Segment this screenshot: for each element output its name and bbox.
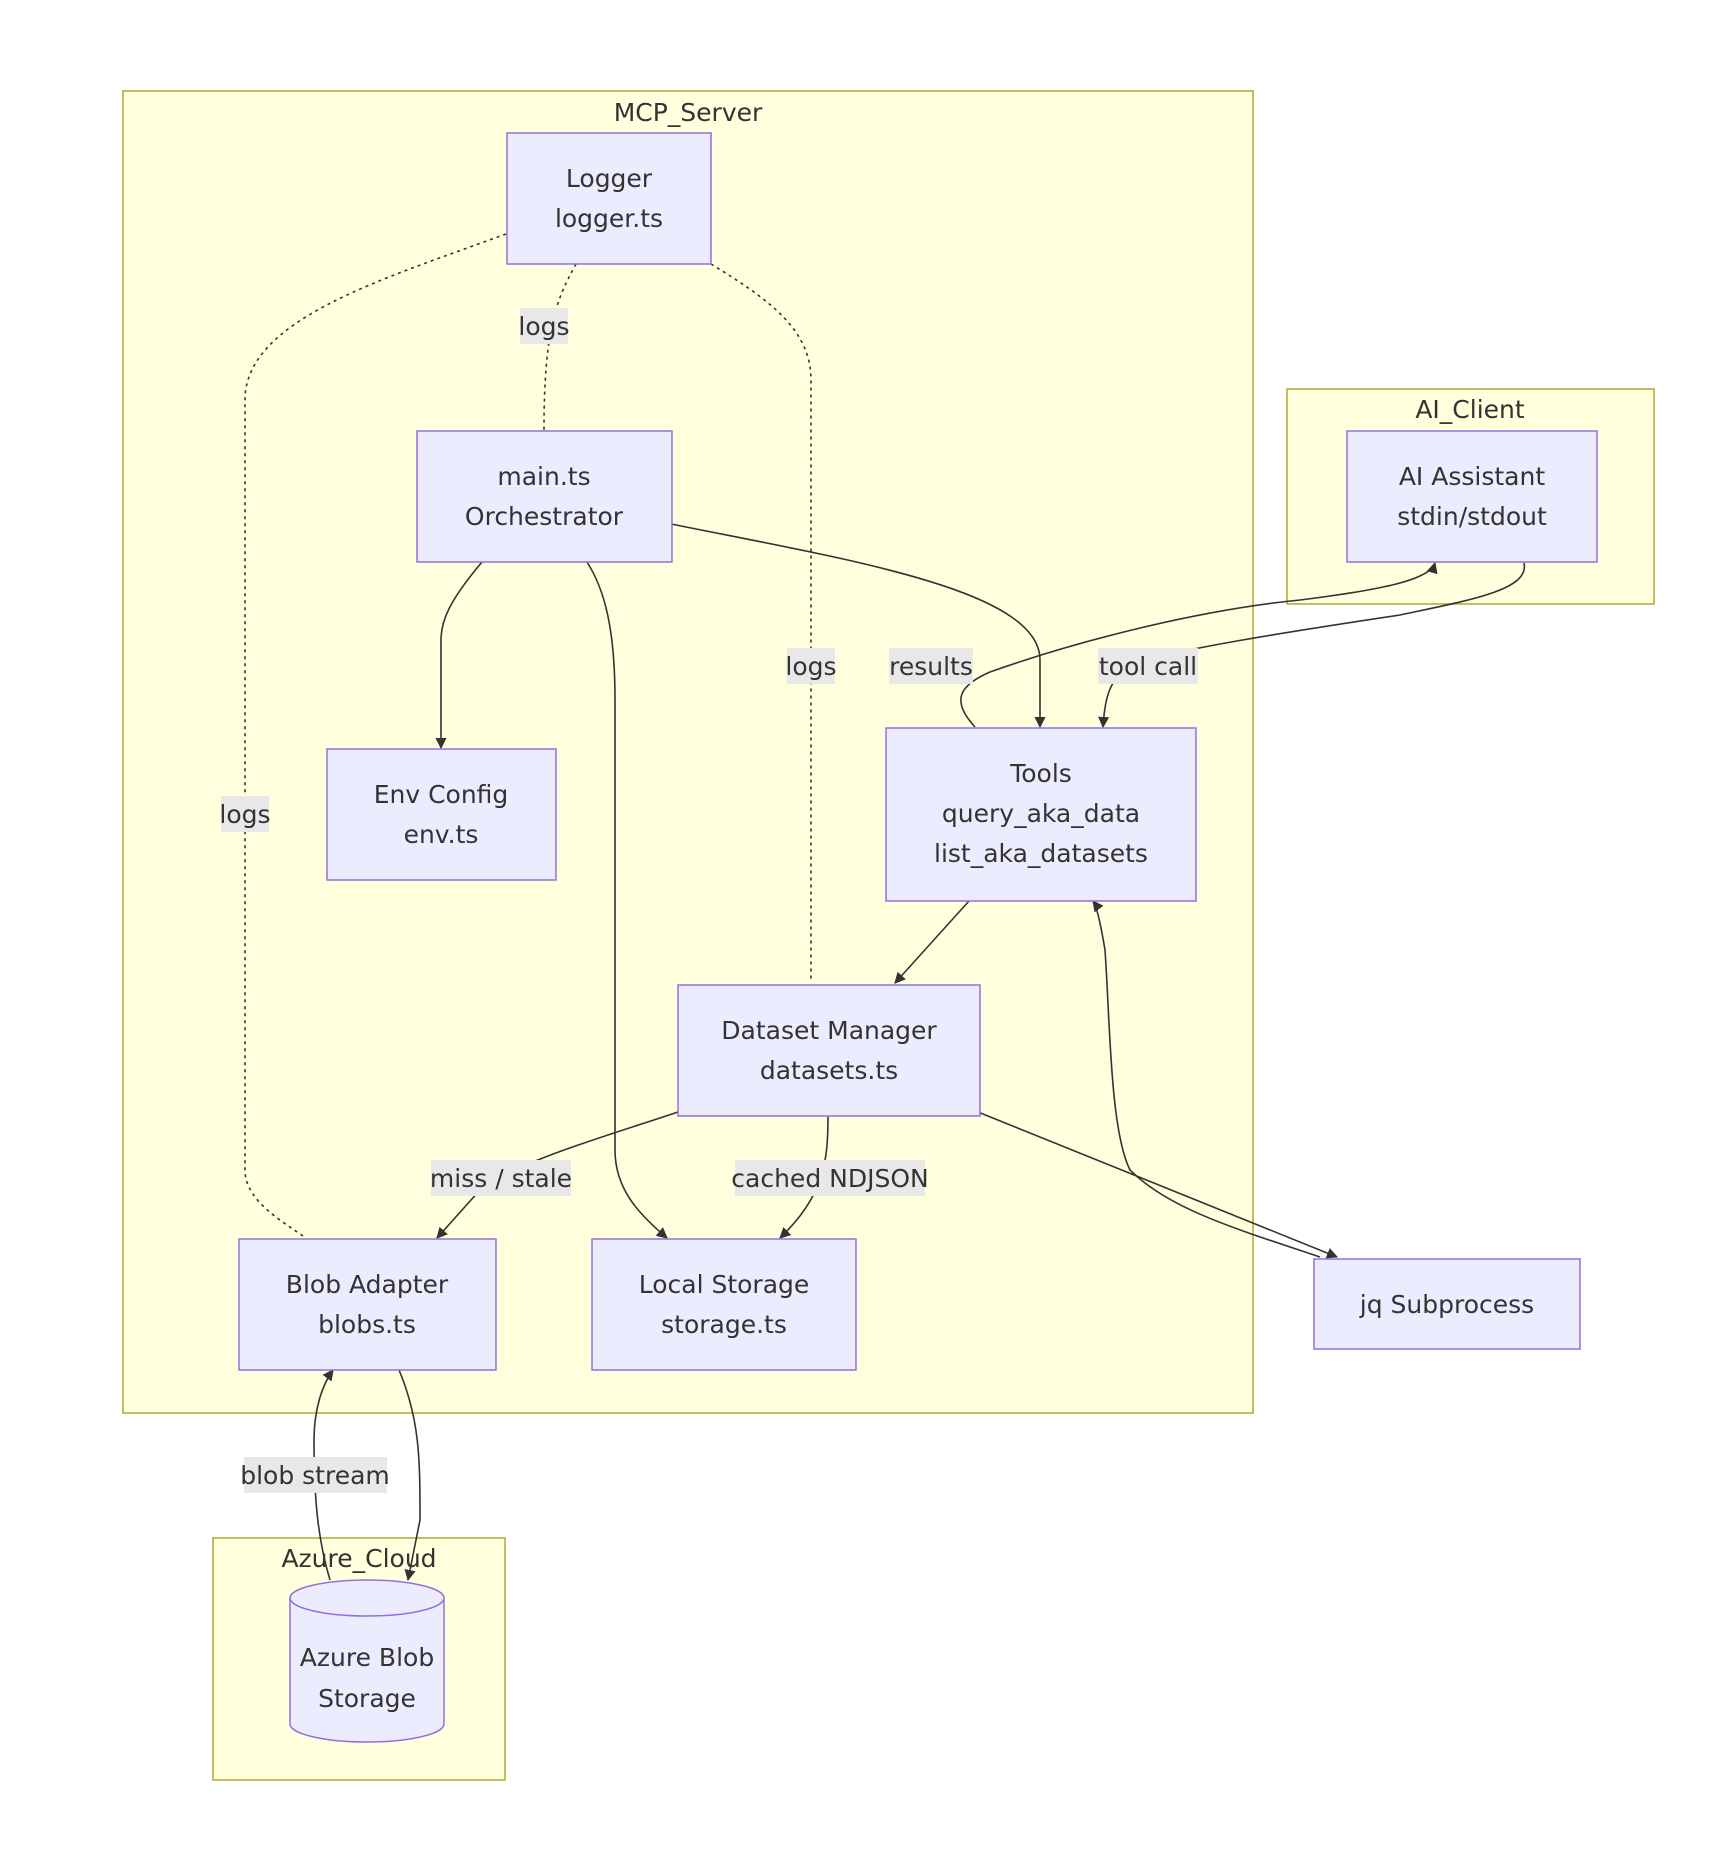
node-blob-adapter-line-2: blobs.ts: [318, 1310, 416, 1339]
node-local-storage-line-1: Local Storage: [639, 1270, 810, 1299]
node-local-storage: Local Storage storage.ts: [591, 1238, 857, 1371]
edge-label-blob-stream-text: blob stream: [240, 1461, 390, 1490]
edge-dataset-manager-jq: [977, 1111, 1339, 1259]
node-azure-blob-storage-line-2: Storage: [318, 1684, 416, 1713]
node-env-config: Env Config env.ts: [326, 748, 557, 881]
edge-labels: logs logs logs results tool call miss / …: [219, 308, 1198, 1493]
edge-label-cached-ndjson-text: cached NDJSON: [731, 1164, 928, 1193]
edge-label-cached-ndjson: cached NDJSON: [731, 1160, 929, 1196]
node-main: main.ts Orchestrator: [416, 430, 673, 563]
cluster-mcp-server-label: MCP_Server: [614, 98, 763, 127]
node-azure-blob-storage: Azure Blob Storage: [289, 1579, 445, 1743]
edge-tools-ai-assistant: [960, 561, 1438, 728]
edge-label-logs-blob-text: logs: [219, 800, 270, 829]
cluster-ai-client-label: AI_Client: [1415, 395, 1525, 424]
node-ai-assistant-line-1: AI Assistant: [1399, 462, 1546, 491]
edge-azure-blob-blob-adapter: [313, 1369, 334, 1581]
node-tools-line-2: query_aka_data: [942, 799, 1140, 828]
node-env-config-line-1: Env Config: [374, 780, 509, 809]
edge-blob-adapter-azure-blob: [398, 1369, 421, 1582]
edge-label-logs-blob: logs: [219, 796, 271, 832]
edge-label-results-text: results: [889, 652, 973, 681]
edge-label-logs-main-text: logs: [518, 312, 569, 341]
edge-main-env: [435, 561, 483, 750]
edge-label-logs-dataset: logs: [785, 648, 837, 684]
node-tools-line-3: list_aka_datasets: [934, 839, 1148, 868]
node-dataset-manager-line-2: datasets.ts: [760, 1056, 898, 1085]
cluster-azure-cloud-label: Azure_Cloud: [281, 1544, 436, 1573]
edge-label-results: results: [889, 648, 973, 684]
edge-jq-tools: [1092, 900, 1321, 1258]
edge-label-blob-stream: blob stream: [240, 1457, 390, 1493]
edge-label-miss-stale: miss / stale: [430, 1160, 572, 1196]
edge-tools-dataset-manager: [894, 900, 970, 984]
edge-main-tools: [670, 523, 1046, 729]
node-blob-adapter-line-1: Blob Adapter: [286, 1270, 449, 1299]
node-azure-blob-storage-line-1: Azure Blob: [300, 1643, 434, 1672]
edge-label-miss-stale-text: miss / stale: [430, 1164, 572, 1193]
edge-label-tool-call: tool call: [1098, 648, 1198, 684]
node-blob-adapter: Blob Adapter blobs.ts: [238, 1238, 497, 1371]
node-dataset-manager-line-1: Dataset Manager: [721, 1016, 937, 1045]
node-local-storage-line-2: storage.ts: [661, 1310, 787, 1339]
edge-label-tool-call-text: tool call: [1099, 652, 1197, 681]
edge-label-logs-main: logs: [518, 308, 570, 344]
node-tools-line-1: Tools: [1009, 759, 1072, 788]
node-tools: Tools query_aka_data list_aka_datasets: [885, 727, 1197, 902]
node-jq-subprocess: jq Subprocess: [1313, 1258, 1581, 1350]
node-main-line-2: Orchestrator: [465, 502, 624, 531]
node-dataset-manager: Dataset Manager datasets.ts: [677, 984, 981, 1117]
edges: [244, 233, 1526, 1582]
node-env-config-line-2: env.ts: [404, 820, 479, 849]
node-logger-line-2: logger.ts: [555, 204, 663, 233]
node-jq-subprocess-line-1: jq Subprocess: [1359, 1290, 1534, 1319]
node-main-line-1: main.ts: [497, 462, 590, 491]
node-ai-assistant-line-2: stdin/stdout: [1397, 502, 1547, 531]
node-logger-line-1: Logger: [566, 164, 653, 193]
node-ai-assistant: AI Assistant stdin/stdout: [1346, 430, 1598, 563]
node-logger: Logger logger.ts: [506, 132, 712, 265]
edge-label-logs-dataset-text: logs: [785, 652, 836, 681]
edge-main-local-storage: [586, 561, 668, 1239]
edge-logger-blob-adapter: [244, 233, 507, 1239]
